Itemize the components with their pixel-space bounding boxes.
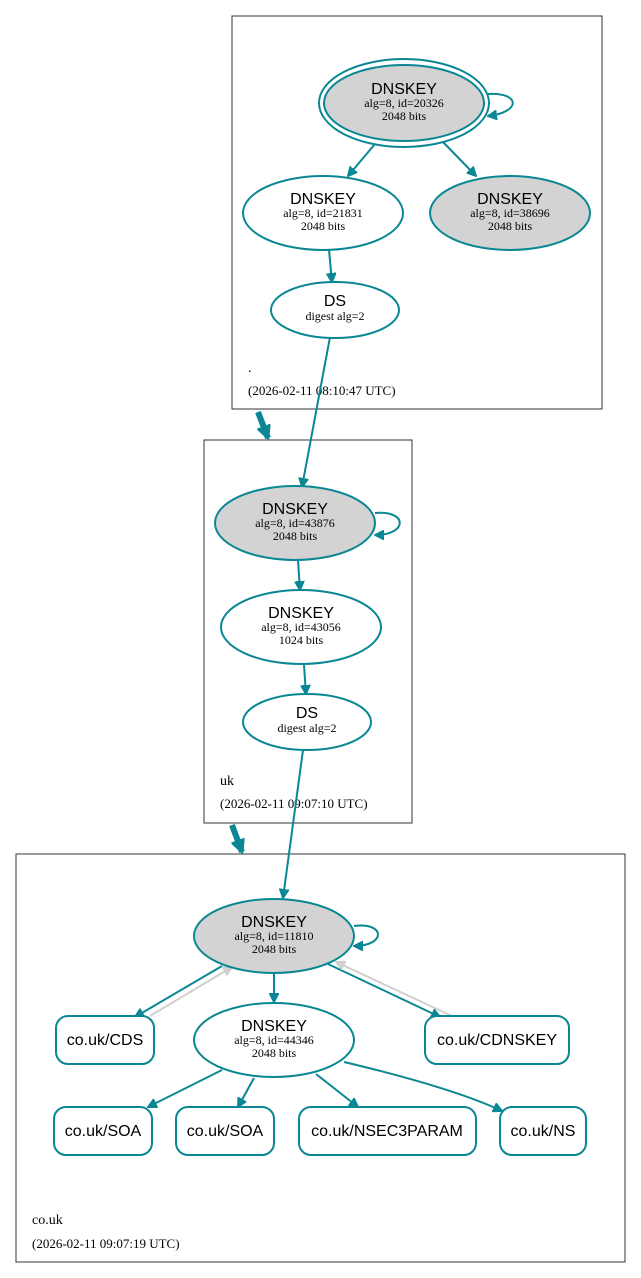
node-root-ds-ellipse bbox=[270, 281, 400, 339]
rr-soa-1-box bbox=[53, 1106, 153, 1156]
node-root-k3: DNSKEY alg=8, id=38696 2048 bits bbox=[429, 175, 591, 251]
rr-ns: co.uk/NS bbox=[499, 1106, 587, 1156]
self-loop-root-ksk bbox=[488, 92, 514, 116]
node-uk-zsk-title: DNSKEY bbox=[268, 605, 334, 622]
node-root-zsk-line2: 2048 bits bbox=[301, 219, 346, 233]
node-couk-zsk-title: DNSKEY bbox=[241, 1018, 307, 1035]
node-root-zsk-line1: alg=8, id=21831 bbox=[283, 206, 363, 220]
node-couk-ksk-ellipse bbox=[193, 898, 355, 974]
node-root-ksk-ellipse bbox=[323, 64, 485, 142]
node-uk-ksk-ellipse bbox=[214, 485, 376, 561]
node-root-ksk-line2: 2048 bits bbox=[382, 109, 427, 123]
zone-couk-timestamp: (2026-02-11 09:07:19 UTC) bbox=[32, 1236, 180, 1251]
edge-couk-zsk-soa1 bbox=[148, 1069, 223, 1107]
node-uk-ds-ellipse bbox=[242, 693, 372, 751]
rr-nsec3param: co.uk/NSEC3PARAM bbox=[298, 1106, 477, 1156]
edge-couk-zsk-nsec3param bbox=[315, 1073, 358, 1107]
node-uk-ds-line1: digest alg=2 bbox=[277, 721, 336, 735]
rr-soa-2-box bbox=[175, 1106, 275, 1156]
node-root-zsk-ellipse bbox=[242, 175, 404, 251]
edge-uk-zsk-ds bbox=[304, 664, 306, 694]
zone-uk-timestamp: (2026-02-11 09:07:10 UTC) bbox=[220, 796, 368, 811]
rr-soa-1: co.uk/SOA bbox=[53, 1106, 153, 1156]
zone-root-name: . bbox=[248, 361, 252, 376]
node-uk-ksk-line2: 2048 bits bbox=[273, 529, 318, 543]
rr-nsec3param-box bbox=[298, 1106, 477, 1156]
node-uk-ds-title: DS bbox=[296, 705, 318, 722]
rr-soa-2-label: co.uk/SOA bbox=[187, 1123, 264, 1140]
node-couk-ksk-line1: alg=8, id=11810 bbox=[234, 929, 313, 943]
node-couk-ksk-line2: 2048 bits bbox=[252, 942, 297, 956]
rr-ns-label: co.uk/NS bbox=[511, 1123, 576, 1140]
node-couk-zsk-ellipse bbox=[193, 1002, 355, 1078]
node-root-ksk-line1: alg=8, id=20326 bbox=[364, 96, 444, 110]
rr-cds-label: co.uk/CDS bbox=[67, 1032, 143, 1049]
rr-soa-1-label: co.uk/SOA bbox=[65, 1123, 142, 1140]
node-root-ds: DS digest alg=2 bbox=[270, 281, 400, 339]
node-root-k3-line1: alg=8, id=38696 bbox=[470, 206, 550, 220]
node-root-k3-ellipse bbox=[429, 175, 591, 251]
self-loop-uk-ksk bbox=[375, 511, 401, 535]
rr-ns-box bbox=[499, 1106, 587, 1156]
node-uk-zsk: DNSKEY alg=8, id=43056 1024 bits bbox=[220, 589, 382, 665]
edge-cds-couk-ksk bbox=[149, 967, 232, 1017]
node-root-ksk-title: DNSKEY bbox=[371, 81, 437, 98]
edge-uk-ds-couk-ksk bbox=[283, 749, 304, 898]
zone-root-timestamp: (2026-02-11 08:10:47 UTC) bbox=[248, 383, 396, 398]
node-couk-ksk: DNSKEY alg=8, id=11810 2048 bits bbox=[193, 898, 355, 974]
node-uk-zsk-line2: 1024 bits bbox=[279, 633, 324, 647]
zone-uk-name: uk bbox=[220, 774, 234, 789]
rr-cdnskey-box bbox=[424, 1015, 570, 1065]
rr-cds-box bbox=[55, 1015, 155, 1065]
rr-nsec3param-label: co.uk/NSEC3PARAM bbox=[311, 1123, 463, 1140]
node-uk-zsk-line1: alg=8, id=43056 bbox=[261, 620, 341, 634]
node-root-ds-title: DS bbox=[324, 293, 346, 310]
zone-couk-name: co.uk bbox=[32, 1213, 63, 1228]
node-uk-ds: DS digest alg=2 bbox=[242, 693, 372, 751]
edge-root-ksk-zsk bbox=[348, 143, 376, 176]
edge-couk-ksk-cds bbox=[135, 965, 223, 1017]
edge-root-zsk-ds bbox=[329, 249, 332, 282]
node-couk-zsk-line1: alg=8, id=44346 bbox=[234, 1033, 314, 1047]
edge-uk-ksk-zsk bbox=[298, 559, 300, 590]
delegation-arrow-uk-couk bbox=[229, 823, 242, 852]
self-loop-couk-ksk bbox=[354, 924, 379, 946]
rr-soa-2: co.uk/SOA bbox=[175, 1106, 275, 1156]
edge-root-ds-uk-ksk bbox=[302, 336, 331, 487]
node-uk-zsk-ellipse bbox=[220, 589, 382, 665]
node-uk-ksk-line1: alg=8, id=43876 bbox=[255, 516, 335, 530]
rr-cds: co.uk/CDS bbox=[55, 1015, 155, 1065]
node-root-zsk: DNSKEY alg=8, id=21831 2048 bits bbox=[242, 175, 404, 251]
node-root-k3-title: DNSKEY bbox=[477, 191, 543, 208]
node-root-ksk: DNSKEY alg=8, id=20326 2048 bits bbox=[318, 58, 490, 148]
node-couk-ksk-title: DNSKEY bbox=[241, 914, 307, 931]
edge-couk-zsk-ns bbox=[343, 1061, 502, 1111]
node-uk-ksk-title: DNSKEY bbox=[262, 501, 328, 518]
node-uk-ksk: DNSKEY alg=8, id=43876 2048 bits bbox=[214, 485, 376, 561]
node-root-ds-line1: digest alg=2 bbox=[305, 309, 364, 323]
edge-couk-ksk-cdnskey bbox=[327, 963, 440, 1017]
edge-root-ksk-k3 bbox=[442, 141, 476, 176]
node-root-k3-line2: 2048 bits bbox=[488, 219, 533, 233]
node-root-zsk-title: DNSKEY bbox=[290, 191, 356, 208]
delegation-arrow-root-uk bbox=[255, 410, 268, 438]
edge-cdnskey-couk-ksk bbox=[336, 962, 453, 1017]
rr-cdnskey-label: co.uk/CDNSKEY bbox=[437, 1032, 557, 1049]
node-couk-zsk: DNSKEY alg=8, id=44346 2048 bits bbox=[193, 1002, 355, 1078]
rr-cdnskey: co.uk/CDNSKEY bbox=[424, 1015, 570, 1065]
edge-couk-zsk-soa2 bbox=[238, 1077, 255, 1107]
node-couk-zsk-line2: 2048 bits bbox=[252, 1046, 297, 1060]
